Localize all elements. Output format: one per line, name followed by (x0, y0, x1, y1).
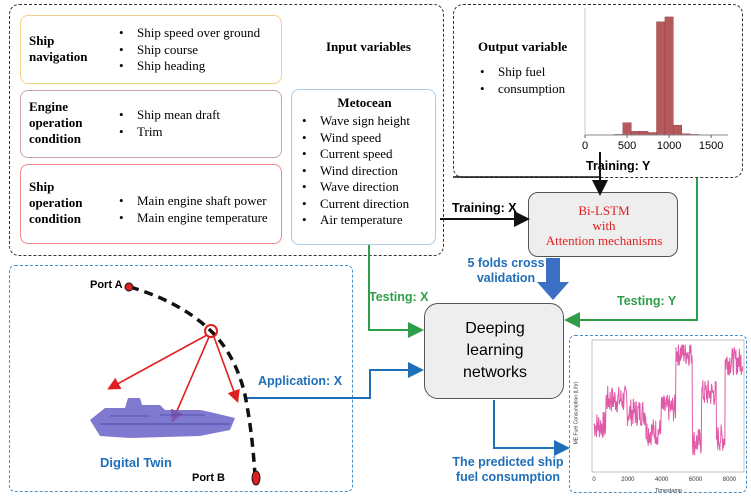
list-item: Main engine shaft power (117, 193, 268, 210)
timeseries-tick-label: 8000 (723, 477, 737, 483)
deep-learning-label: Deeping learning networks (462, 320, 528, 381)
predicted-output-arrow (493, 400, 570, 456)
application-x-label: Application: X (258, 374, 343, 388)
engine-operation-label: Engine operation condition (29, 99, 83, 146)
testing-x-label: Testing: X (369, 290, 429, 304)
list-item: Current direction (300, 196, 410, 213)
ship-navigation-group: Ship navigation Ship speed over ground S… (20, 15, 282, 84)
output-variable-title: Output variable (478, 39, 568, 54)
testing-y-label: Testing: Y (617, 294, 677, 308)
metocean-title: Metocean (337, 95, 392, 110)
port-a-label: Port A (90, 279, 123, 291)
digital-twin-container (9, 265, 353, 492)
testing-y-arrow (564, 178, 698, 328)
ship-operation-list: Main engine shaft power Main engine temp… (117, 193, 268, 226)
cross-validation-arrow (537, 258, 569, 300)
port-b-label: Port B (192, 472, 225, 484)
list-item: Ship mean draft (117, 107, 220, 124)
port-a-marker (124, 282, 134, 292)
deep-learning-box: Deeping learning networks (424, 303, 564, 399)
list-item: Air temperature (300, 212, 410, 229)
input-variables-container (9, 4, 444, 256)
ship-navigation-list: Ship speed over ground Ship course Ship … (117, 25, 260, 75)
ship-position-marker (204, 324, 218, 338)
ship-model-graphic (90, 398, 235, 438)
ship-route (129, 285, 257, 476)
training-x-label: Training: X (452, 201, 517, 215)
engine-operation-list: Ship mean draft Trim (117, 107, 220, 140)
input-variables-title: Input variables (326, 39, 411, 54)
red-arrow-left (107, 334, 208, 390)
list-item: Ship fuel (478, 64, 565, 81)
port-b-marker (251, 470, 261, 486)
timeseries-tick-label: 4000 (655, 477, 669, 483)
list-item: Ship course (117, 42, 260, 59)
bilstm-label: Bi-LSTM with Attention mechanisms (545, 203, 663, 248)
list-item: Ship heading (117, 58, 260, 75)
engine-operation-group: Engine operation condition Ship mean dra… (20, 90, 282, 158)
timeseries-xlabel: Timestamp (655, 488, 682, 494)
testing-x-arrow (368, 245, 424, 338)
red-arrow-down (170, 336, 210, 423)
red-arrow-right (213, 336, 240, 404)
bilstm-attention-box: Bi-LSTM with Attention mechanisms (528, 192, 678, 257)
cross-validation-label: 5 folds cross validation (467, 256, 545, 285)
digital-twin-label: Digital Twin (100, 455, 172, 470)
list-item: Ship speed over ground (117, 25, 260, 42)
metocean-group: Metocean Wave sign height Wind speed Cur… (291, 89, 436, 245)
list-item: Wave sign height (300, 113, 410, 130)
timeseries-line (593, 344, 744, 456)
list-item: Trim (117, 124, 220, 141)
training-y-label: Training: Y (586, 159, 651, 173)
list-item: Main engine temperature (117, 210, 268, 227)
fuel-timeseries-plot: 0 2000 4000 6000 8000 (591, 339, 745, 483)
list-item: Wind speed (300, 130, 410, 147)
output-variable-list: Ship fuel consumption (478, 64, 565, 97)
ship-operation-group: Ship operation condition Main engine sha… (20, 164, 282, 244)
list-item: Wind direction (300, 163, 410, 180)
timeseries-tick-label: 0 (592, 477, 596, 483)
list-item: Current speed (300, 146, 410, 163)
prediction-plot-container (569, 335, 747, 493)
ship-navigation-label: Ship navigation (29, 33, 88, 64)
timeseries-tick-label: 2000 (621, 477, 635, 483)
application-x-arrow (246, 362, 424, 399)
predicted-output-label: The predicted ship fuel consumption (452, 455, 564, 484)
timeseries-tick-label: 6000 (689, 477, 703, 483)
metocean-list: Wave sign height Wind speed Current spee… (300, 113, 410, 229)
list-item: consumption (478, 81, 565, 98)
ship-operation-label: Ship operation condition (29, 179, 83, 226)
list-item: Wave direction (300, 179, 410, 196)
